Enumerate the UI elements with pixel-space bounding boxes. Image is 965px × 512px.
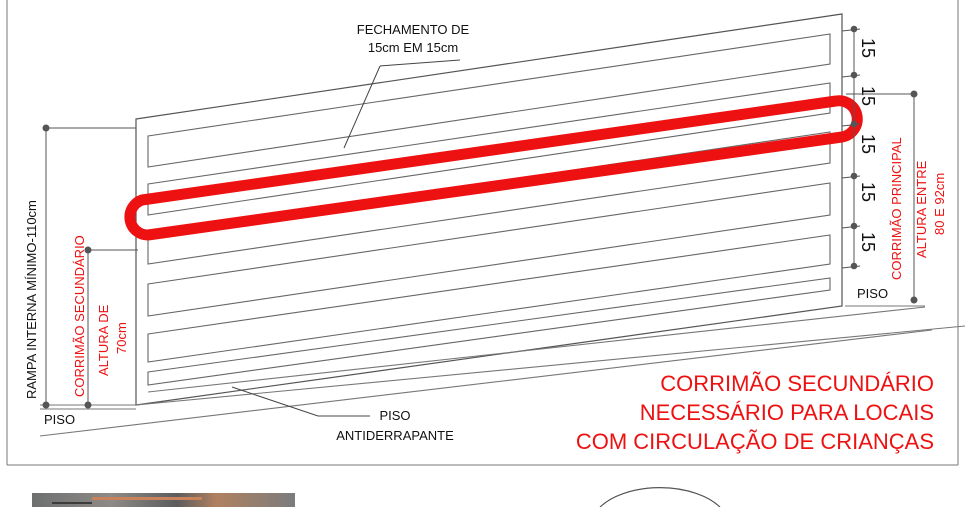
floor-label-left: PISO [44,412,75,427]
anti-slip-leader [231,386,370,417]
closure-label-line-2: 15cm EM 15cm [368,40,458,55]
spacing-dimension-chain [841,25,861,270]
spacing-value-4: 15 [858,182,878,202]
spacing-value-1: 15 [858,38,878,58]
closure-slats [147,33,831,386]
slat-4 [147,182,831,317]
closure-leader-line [343,65,381,149]
main-rail-label-1: CORRIMÃO PRINCIPAL [889,137,904,280]
spacing-value-3: 15 [858,134,878,154]
note-line-3: COM CIRCULAÇÃO DE CRIANÇAS [576,429,934,454]
slat-6 [147,277,831,386]
main-rail-label-2: ALTURA ENTRE [914,160,929,258]
left-dimension-label: RAMPA INTERNA MÍNIMO-110cm [24,200,39,399]
railing-frame [135,13,843,406]
secondary-rail-label-3: 70cm [114,322,129,354]
note-line-2: NECESSÁRIO PARA LOCAIS [640,400,934,425]
closure-leader-tick [379,59,461,67]
main-rail-label-3: 80 E 92cm [932,173,947,235]
floor-label-right: PISO [857,286,888,301]
reference-photo [32,493,295,507]
slat-1 [147,33,831,168]
slat-5 [147,234,831,363]
detail-circle-partial [599,487,721,508]
secondary-rail-dimension [84,246,138,409]
secondary-rail-label-1: CORRIMÃO SECUNDÁRIO [72,235,87,397]
note-line-1: CORRIMÃO SECUNDÁRIO [660,371,934,396]
spacing-value-5: 15 [858,232,878,252]
anti-slip-label-2: ANTIDERRAPANTE [336,428,454,443]
secondary-rail-label-2: ALTURA DE [96,304,111,376]
photo-handrail [92,497,202,500]
main-rail-dimension [846,90,918,304]
left-dimension [42,124,136,409]
photo-detail [52,502,92,504]
anti-slip-label-1: PISO [379,408,410,423]
closure-label-line-1: FECHAMENTO DE [357,22,470,37]
spacing-value-2: 15 [858,86,878,106]
secondary-handrail [124,95,863,241]
